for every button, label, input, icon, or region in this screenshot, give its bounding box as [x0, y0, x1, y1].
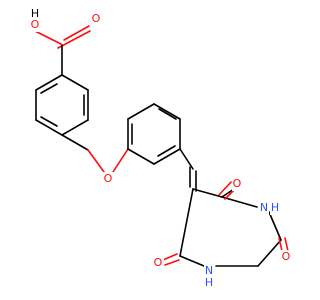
bond-line [179, 148, 194, 170]
bond-line [40, 83, 58, 94]
bond-line [157, 145, 176, 157]
bond-line [63, 25, 90, 41]
atom-label-carbonyl-o: O [92, 12, 101, 25]
atom-label-hydroxyl-o: O [31, 18, 40, 31]
bond-line [87, 149, 105, 173]
bond-line [179, 188, 194, 257]
atom-label-n1-h: H [205, 276, 213, 289]
bond-line [257, 239, 282, 267]
label-bg [103, 172, 114, 186]
bond-line [34, 30, 62, 45]
bond-line [268, 211, 282, 241]
bond-line [192, 188, 223, 198]
atom-label-hydroxyl-h: H [31, 7, 39, 20]
bond-line [61, 74, 89, 91]
atom-label-n3: N [260, 201, 268, 214]
bond-line [158, 108, 177, 120]
atom-label-c4-oxo: O [233, 177, 242, 190]
atom-label-n3-h: H [271, 201, 279, 214]
atom-label-n1: N [205, 264, 213, 277]
bond-layer [34, 25, 289, 267]
bond-line [179, 255, 205, 267]
atom-label-ether-o: O [104, 172, 113, 185]
bond-line [284, 237, 289, 252]
label-bg [153, 256, 164, 270]
atom-label-layer: H O O O O N H O N H O [30, 7, 292, 290]
bond-line [112, 148, 129, 173]
label-bg [30, 18, 40, 32]
bond-line [164, 259, 180, 266]
atom-label-c2-oxo: O [282, 250, 291, 263]
bond-line [153, 148, 181, 165]
bond-line [153, 103, 181, 120]
bond-line [35, 74, 63, 91]
label-bg [91, 12, 102, 26]
bond-line [162, 253, 178, 261]
bond-line [57, 30, 91, 49]
label-bg [259, 201, 269, 215]
bond-line [221, 196, 258, 208]
bond-line [61, 134, 89, 151]
label-bg [30, 7, 40, 21]
bond-line [35, 119, 63, 136]
label-bg [204, 264, 214, 278]
atom-label-c6-oxo: O [154, 256, 163, 269]
molecule-structure: H O O O O N H O N H O [30, 7, 292, 290]
bond-line [278, 237, 283, 252]
bond-line [127, 103, 155, 120]
bond-line [40, 116, 58, 127]
label-bg [281, 250, 292, 264]
bond-line [61, 119, 89, 136]
bond-line [218, 181, 232, 196]
label-bg [204, 276, 214, 290]
bond-line [127, 148, 155, 165]
label-bg [232, 177, 243, 191]
label-bg [270, 201, 279, 215]
